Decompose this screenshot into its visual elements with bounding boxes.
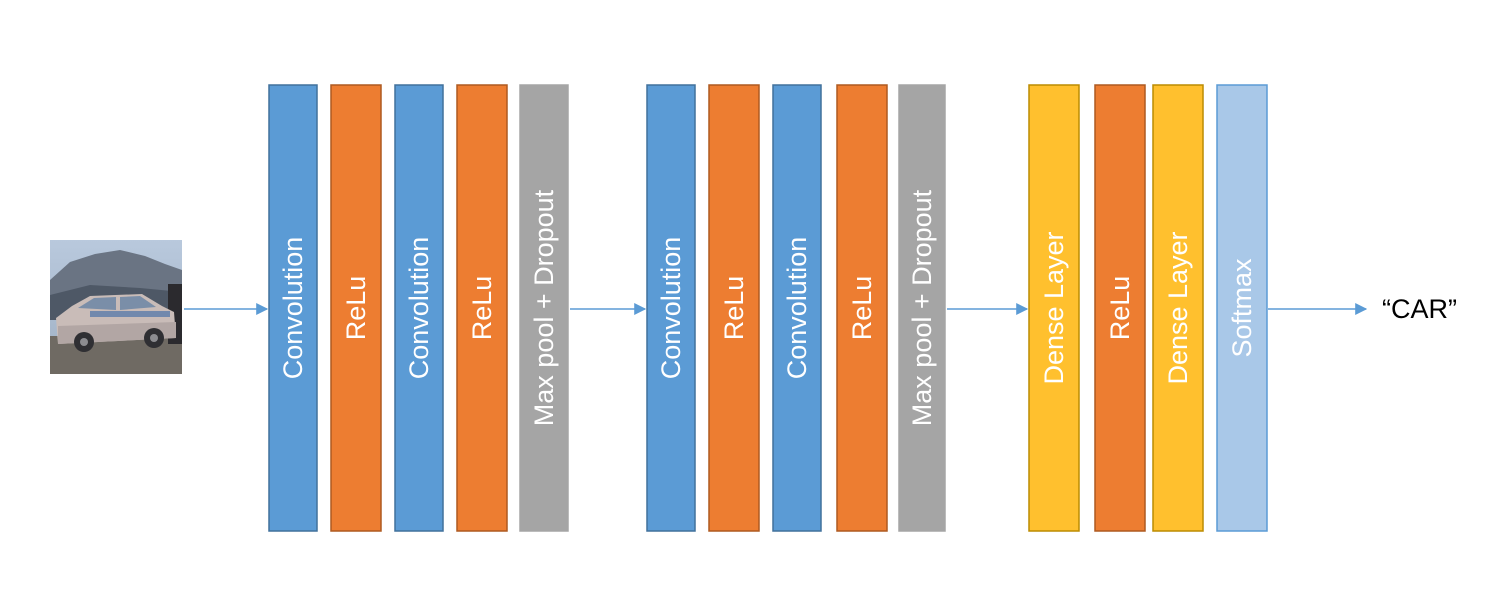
layer-convolution-0-0: Convolution bbox=[268, 84, 318, 532]
layer-box bbox=[330, 84, 382, 532]
car-photo-icon bbox=[50, 240, 182, 374]
layer-label: Dense Layer bbox=[1163, 231, 1193, 384]
layer-box bbox=[772, 84, 822, 532]
layer-relu-1-3: ReLu bbox=[836, 84, 888, 532]
layer-box bbox=[1216, 84, 1268, 532]
layer-box bbox=[268, 84, 318, 532]
layer-box bbox=[836, 84, 888, 532]
layer-box bbox=[646, 84, 696, 532]
layer-label: ReLu bbox=[1105, 276, 1135, 341]
output-label: “CAR” bbox=[1382, 294, 1457, 324]
layer-relu-0-1: ReLu bbox=[330, 84, 382, 532]
layer-convolution-0-2: Convolution bbox=[394, 84, 444, 532]
layer-box bbox=[708, 84, 760, 532]
layer-box bbox=[1094, 84, 1146, 532]
layer-label: ReLu bbox=[341, 276, 371, 341]
layer-box bbox=[519, 84, 569, 532]
layer-label: Max pool + Dropout bbox=[907, 189, 937, 426]
layer-relu-1-1: ReLu bbox=[708, 84, 760, 532]
layer-label: ReLu bbox=[719, 276, 749, 341]
layer-label: Convolution bbox=[656, 237, 686, 380]
layers-group: Convolution ReLu Convolution ReLu Max pool +… bbox=[268, 84, 1268, 532]
layer-pool-1-4: Max pool + Dropout bbox=[898, 84, 946, 532]
layer-pool-0-4: Max pool + Dropout bbox=[519, 84, 569, 532]
layer-convolution-1-2: Convolution bbox=[772, 84, 822, 532]
layer-box bbox=[394, 84, 444, 532]
layer-label: Convolution bbox=[278, 237, 308, 380]
layer-box bbox=[898, 84, 946, 532]
layer-relu-0-3: ReLu bbox=[456, 84, 508, 532]
layer-label: Softmax bbox=[1227, 258, 1257, 358]
layer-relu-2-1: ReLu bbox=[1094, 84, 1146, 532]
layer-convolution-1-0: Convolution bbox=[646, 84, 696, 532]
layer-label: Max pool + Dropout bbox=[529, 189, 559, 426]
layer-box bbox=[1152, 84, 1204, 532]
layer-label: ReLu bbox=[467, 276, 497, 341]
layer-label: Convolution bbox=[404, 237, 434, 380]
layer-label: ReLu bbox=[847, 276, 877, 341]
layer-box bbox=[1028, 84, 1080, 532]
layer-box bbox=[456, 84, 508, 532]
layer-label: Dense Layer bbox=[1039, 231, 1069, 384]
layer-label: Convolution bbox=[782, 237, 812, 380]
layer-softmax-2-3: Softmax bbox=[1216, 84, 1268, 532]
layer-dense-2-2: Dense Layer bbox=[1152, 84, 1204, 532]
layer-dense-2-0: Dense Layer bbox=[1028, 84, 1080, 532]
